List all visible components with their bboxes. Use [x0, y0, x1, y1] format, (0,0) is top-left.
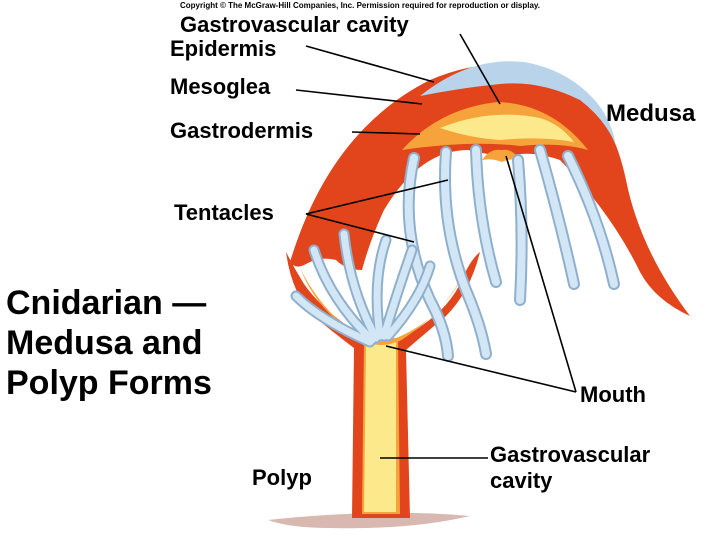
leader-mesoglea	[295, 89, 423, 105]
polyp-body	[286, 252, 480, 518]
leader-tentacles-a	[305, 179, 449, 215]
label-epidermis: Epidermis	[170, 36, 277, 61]
medusa-bell	[290, 61, 690, 316]
medusa-tentacles	[402, 144, 620, 362]
leader-epidermis	[305, 45, 435, 83]
label-gastrodermis: Gastrodermis	[170, 118, 314, 143]
label-gastrovascular-cavity-bottom-line2: cavity	[490, 468, 553, 493]
title-line-1: Cnidarian —	[6, 284, 207, 322]
leader-gastrodermis	[351, 131, 421, 135]
title-line-2: Medusa and	[6, 324, 203, 362]
ground-substrate	[268, 512, 470, 529]
leader-tentacles-b	[305, 213, 415, 243]
diagram-title: Cnidarian — Medusa and Polyp Forms	[6, 283, 212, 403]
copyright-notice: Copyright © The McGraw-Hill Companies, I…	[179, 1, 541, 10]
label-gastrovascular-cavity-top: Gastrovascular cavity	[180, 12, 409, 37]
label-mouth: Mouth	[580, 382, 646, 407]
polyp-tentacles	[290, 228, 436, 348]
label-gastrovascular-cavity-bottom-line1: Gastrovascular	[490, 442, 651, 467]
leader-lines	[295, 33, 577, 459]
label-medusa: Medusa	[606, 100, 696, 127]
leader-mouth-medusa	[505, 155, 577, 393]
label-tentacles: Tentacles	[174, 200, 274, 225]
label-polyp: Polyp	[252, 465, 312, 490]
leader-gastrovascular-cavity-top	[459, 33, 501, 105]
leader-mouth-polyp	[385, 345, 577, 393]
title-line-3: Polyp Forms	[6, 364, 212, 402]
label-mesoglea: Mesoglea	[170, 74, 271, 99]
